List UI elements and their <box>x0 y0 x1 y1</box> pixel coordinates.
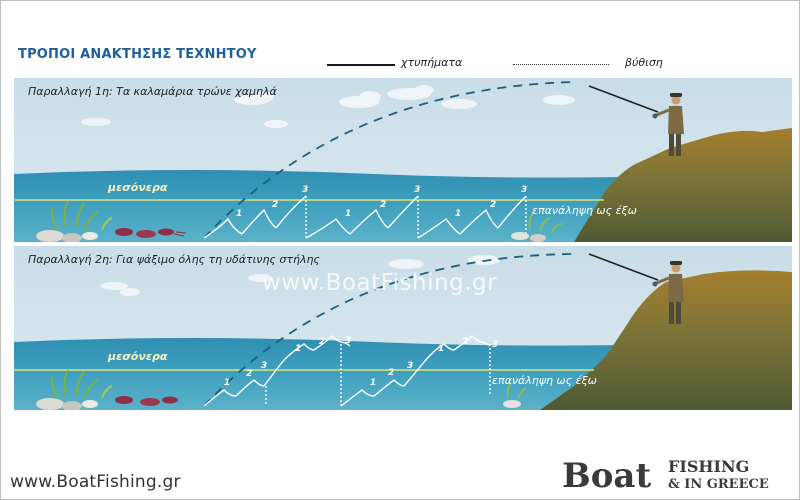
fishing-rod <box>588 85 659 113</box>
panel-2-step-1c: 1 <box>370 378 377 388</box>
diagram-title: ΤΡΟΠΟΙ ΑΝΑΚΤΗΣΗΣ ΤΕΧΝΗΤΟΥ <box>18 47 257 62</box>
cast-arc <box>203 253 575 407</box>
panel-1-step-1a: 1 <box>236 209 243 219</box>
panel-1-step-1c: 1 <box>455 209 462 219</box>
panel-2-step-2d: 2 <box>462 337 469 347</box>
panel-1-mesonera-label: μεσόνερα <box>108 181 168 194</box>
footer-url: www.BoatFishing.gr <box>10 472 181 492</box>
seabed-left <box>36 369 113 410</box>
panel-2-step-2c: 2 <box>388 368 395 378</box>
seabed-right <box>503 381 527 408</box>
logo-word-in-greece: & IN GREECE <box>668 477 769 492</box>
seabed-left <box>36 201 113 242</box>
panel-1-step-3c: 3 <box>521 185 528 195</box>
panel-2-step-2a: 2 <box>246 369 253 379</box>
panel-1-step-3a: 3 <box>302 185 309 195</box>
panel-1-title: Παραλλαγή 1η: Τα καλαμάρια τρώνε χαμηλά <box>28 85 277 98</box>
panel-2-step-1b: 1 <box>295 344 302 354</box>
fisherman <box>652 93 684 156</box>
panel-2-step-3d: 3 <box>492 340 499 350</box>
panel-1-repeat-label: επανάληψη ως έξω <box>532 204 637 217</box>
fisherman <box>652 261 684 324</box>
legend-solid-label: χτυπήματα <box>401 56 463 69</box>
panel-1-scene <box>14 78 792 242</box>
watermark: www.BoatFishing.gr <box>262 270 498 296</box>
logo-word-boat: Boat <box>562 456 651 493</box>
panel-variation-1: Παραλλαγή 1η: Τα καλαμάρια τρώνε χαμηλά … <box>14 78 792 242</box>
panel-1-step-1b: 1 <box>345 209 352 219</box>
panel-2-step-3c: 3 <box>407 361 414 371</box>
panel-1-step-2a: 2 <box>272 200 279 210</box>
retrieve-path <box>203 195 527 239</box>
panel-1-step-3b: 3 <box>414 185 421 195</box>
squid-group <box>115 396 178 406</box>
legend-dotted-line <box>513 64 609 65</box>
panel-1-step-2b: 2 <box>380 200 387 210</box>
legend-solid-line <box>327 64 395 66</box>
panel-2-repeat-label: επανάληψη ως έξω <box>492 374 597 387</box>
panel-2-scene <box>14 246 792 410</box>
panel-2-step-2b: 2 <box>319 337 326 347</box>
panel-2-mesonera-label: μεσόνερα <box>108 350 168 363</box>
seabed-right <box>511 211 563 242</box>
cast-arc <box>203 81 575 239</box>
clouds <box>100 255 500 296</box>
panel-2-title: Παραλλαγή 2η: Για ψάξιμο όλης τη υδάτινη… <box>28 253 320 266</box>
panel-variation-2: Παραλλαγή 2η: Για ψάξιμο όλης τη υδάτινη… <box>14 246 792 410</box>
squid-group <box>115 228 187 238</box>
legend-dotted-label: βύθιση <box>625 56 663 69</box>
panel-2-step-1d: 1 <box>438 344 445 354</box>
boatfishing-logo: Boat FISHING & IN GREECE <box>562 455 794 493</box>
fishing-rod <box>588 253 659 281</box>
panel-2-step-1a: 1 <box>224 378 231 388</box>
panel-2-step-3b: 3 <box>345 336 352 346</box>
panel-1-step-2c: 2 <box>490 200 497 210</box>
clouds <box>81 85 575 128</box>
retrieve-path <box>203 335 491 407</box>
logo-word-fishing: FISHING <box>668 457 749 476</box>
panel-2-step-3a: 3 <box>261 361 268 371</box>
